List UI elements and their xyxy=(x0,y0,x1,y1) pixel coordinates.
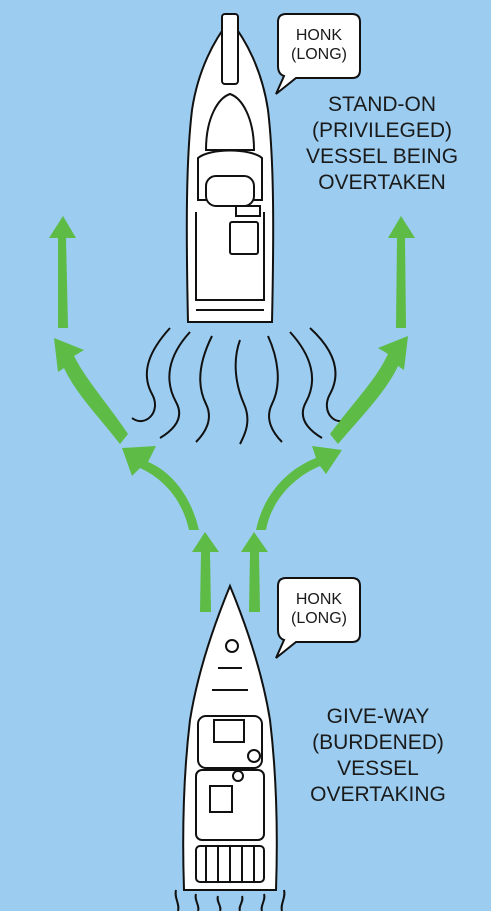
stand-on-honk-text: HONK (LONG) xyxy=(278,26,360,64)
stand-on-label: STAND-ON (PRIVILEGED) VESSEL BEING OVERT… xyxy=(282,92,482,196)
give-way-label: GIVE-WAY (BURDENED) VESSEL OVERTAKING xyxy=(278,704,478,808)
give-way-honk-text: HONK (LONG) xyxy=(278,590,360,628)
